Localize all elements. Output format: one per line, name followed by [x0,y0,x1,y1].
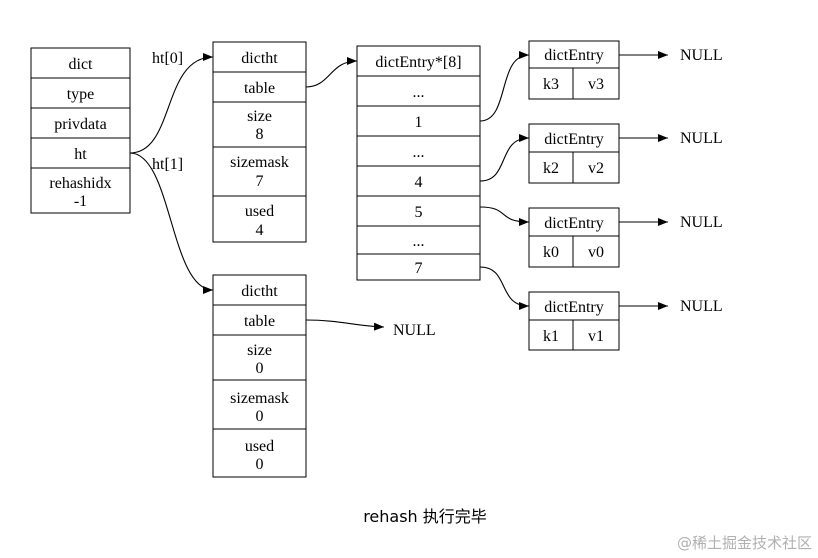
ht0-table-label: table [244,80,275,97]
edge-ht1-arrow [129,152,214,294]
entry-title: dictEntry [544,131,604,148]
diagram-caption: rehash 执行完毕 [363,507,487,526]
bucket-table-title: dictEntry*[8] [375,54,461,71]
dict-privdata-cell [30,107,131,139]
bucket-slot [356,75,481,107]
bucket-slot-label: 4 [415,174,423,191]
ht1-dictht: dictht table size 0 sizemask 0 used 0 [212,274,307,478]
ht0-dictht: dictht table size 8 sizemask 7 used 4 [212,41,307,243]
entry-title-cell [528,123,620,153]
entry-value-cell [572,235,620,268]
ht1-table-label: table [244,313,275,330]
dict-entry-k0: dictEntry k0 v0 [528,207,620,268]
edge-slot7-arrow [479,266,530,310]
entry-value-cell [572,319,620,351]
ht0-used-value: 4 [256,222,264,239]
ht1-sizemask-cell [212,379,307,430]
bucket-slot-label: 5 [415,204,423,221]
ht0-used-label: used [245,203,274,220]
entry-value: v0 [588,244,604,261]
entry-next-null: NULL [680,298,723,315]
ht1-table-cell [212,304,307,336]
bucket-slot [356,135,481,167]
ht1-title-cell [212,274,307,306]
bucket-slot [356,105,481,137]
edge-ht1-table-null-arrow [305,319,385,331]
dict-rehashidx-cell [30,167,131,214]
bucket-slot-label: ... [413,233,425,250]
ht1-sizemask-value: 0 [256,408,264,425]
ht1-used-value: 0 [256,456,264,473]
ht0-size-label: size [247,108,272,125]
dict-title-cell [30,47,131,79]
dict-entry-k1: dictEntry k1 v1 [528,291,620,351]
ht1-size-value: 0 [256,360,264,377]
bucket-table: dictEntry*[8] ... 1 ... 4 5 ... 7 [356,45,481,281]
entry-key: k3 [543,76,559,93]
bucket-slot [356,195,481,227]
entry-next-null: NULL [680,214,723,231]
ht1-title: dictht [241,283,278,300]
bucket-slot-label: ... [413,84,425,101]
entry-title: dictEntry [544,47,604,64]
entry-title: dictEntry [544,215,604,232]
edge-ht0-arrow [129,53,214,154]
entry-key: k0 [543,244,559,261]
entry-key-cell [528,67,574,100]
entry-value-cell [572,67,620,100]
entry-key-cell [528,319,574,351]
dict-type-label: type [67,86,95,103]
dict-type-cell [30,77,131,109]
ht0-sizemask-label: sizemask [230,154,289,171]
dict-struct: dict type privdata ht rehashidx -1 [30,47,131,214]
dict-privdata-label: privdata [54,116,106,133]
bucket-slot-label: 7 [415,260,423,277]
bucket-slot-label: ... [413,144,425,161]
bucket-slot [356,165,481,197]
entry-title: dictEntry [544,299,604,316]
ht0-title: dictht [241,50,278,67]
entry-next-null: NULL [680,47,723,64]
entry-key-cell [528,151,574,184]
edge-ht1-label: ht[1] [152,156,183,173]
entry-value: v1 [588,328,604,345]
dict-rehashidx-label: rehashidx [49,175,111,192]
entry-key-cell [528,235,574,268]
ht0-size-value: 8 [256,126,264,143]
entry-value: v2 [588,160,604,177]
watermark: @稀土掘金技术社区 [677,534,812,552]
dict-entry-k2: dictEntry k2 v2 [528,123,620,184]
ht1-used-cell [212,428,307,478]
ht1-used-label: used [245,438,274,455]
dict-entry-k3: dictEntry k3 v3 [528,40,620,100]
edge-table-arrow [305,57,358,88]
ht0-size-cell [212,101,307,148]
edge-slot4-arrow [479,134,530,182]
bucket-slot-label: 1 [415,114,423,131]
entry-key: k1 [543,328,559,345]
dict-rehashidx-value: -1 [74,193,87,210]
edge-slot1-arrow [479,51,530,122]
dict-title: dict [69,56,94,73]
ht1-size-label: size [247,342,272,359]
ht1-table-null: NULL [393,322,436,339]
ht1-sizemask-label: sizemask [230,390,289,407]
ht0-used-cell [212,195,307,243]
bucket-slot [356,225,481,255]
entry-value: v3 [588,76,604,93]
entry-value-cell [572,151,620,184]
ht0-sizemask-value: 7 [256,173,264,190]
entry-key: k2 [543,160,559,177]
bucket-slot [356,253,481,281]
edge-ht0-label: ht[0] [152,50,183,67]
dict-ht-label: ht [74,146,87,163]
edge-slot5-arrow [479,206,530,226]
entry-next-null: NULL [680,130,723,147]
